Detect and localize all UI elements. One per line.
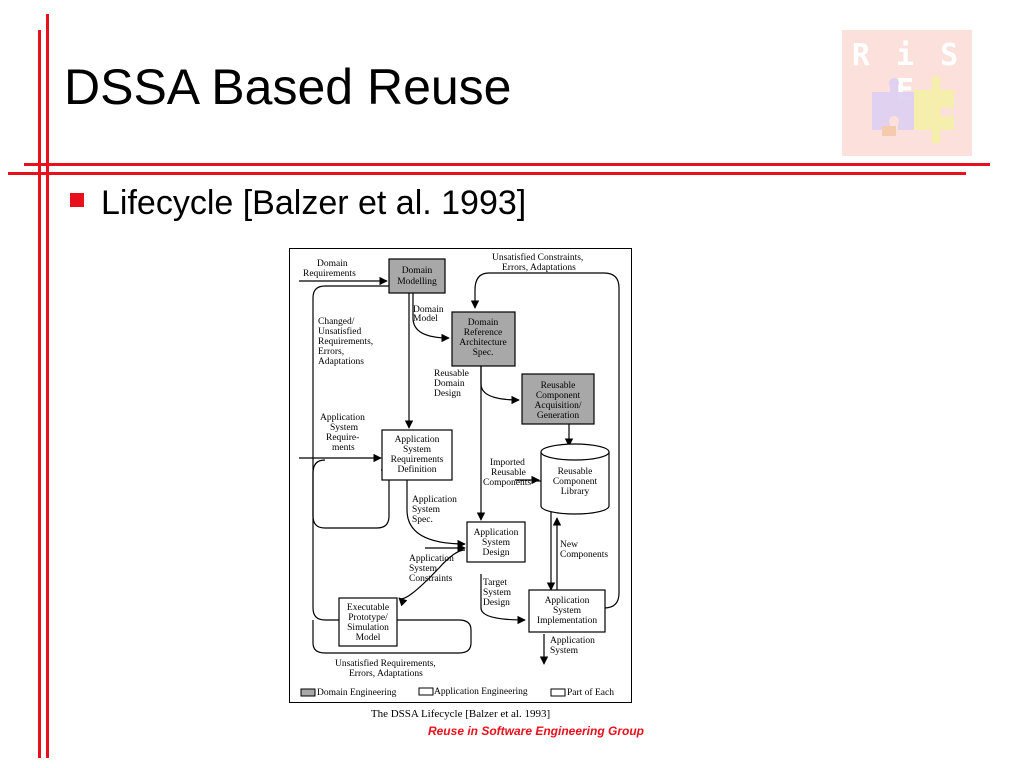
box-app-design-line-2: System: [482, 538, 511, 548]
box-library-line-3: Library: [561, 487, 590, 497]
box-domain-modelling-line-2: Modelling: [397, 277, 437, 287]
label-app-requirements-3: Require-: [326, 433, 359, 443]
label-domain-requirements-1: Domain: [317, 259, 348, 269]
label-target-design-1: Target: [483, 578, 507, 588]
label-reusable-domain-design-2: Domain: [434, 379, 465, 389]
frame-horizontal-line-top: [24, 163, 990, 166]
label-app-spec-2: System: [412, 505, 441, 515]
box-executable-prototype: [338, 597, 398, 647]
label-new-components-1: New: [560, 540, 578, 550]
label-app-requirements-2: System: [330, 423, 359, 433]
box-domain-reference-line-4: Spec.: [473, 348, 494, 358]
box-req-def-line-1: Application: [395, 435, 440, 445]
frame-vertical-line-outer: [38, 30, 41, 758]
legend-swatch-part: [550, 688, 566, 697]
label-changed-4: Errors,: [318, 347, 344, 357]
label-domain-model-1: Domain: [413, 305, 444, 315]
box-prototype-line-3: Simulation: [347, 623, 389, 633]
label-domain-model-2: Model: [413, 314, 438, 324]
label-app-constraints-1: Application: [409, 554, 454, 564]
label-unsatisfied-bottom-1: Unsatisfied Requirements,: [335, 658, 436, 669]
legend-swatch-application: [418, 687, 434, 696]
box-domain-modelling: [388, 258, 446, 294]
box-reusable-component-acquisition: [521, 373, 595, 425]
label-domain-requirements-2: Requirements: [303, 269, 356, 279]
label-app-requirements-4: ments: [332, 443, 355, 453]
label-changed-5: Adaptations: [318, 357, 364, 367]
label-app-constraints-2: System: [409, 564, 438, 574]
box-implementation-line-1: Application: [545, 596, 590, 606]
legend-domain-engineering: Domain Engineering: [317, 688, 397, 698]
label-changed-2: Unsatisfied: [318, 326, 362, 337]
box-app-design-line-1: Application: [474, 528, 519, 538]
rise-logo: R i S E: [842, 30, 972, 156]
box-domain-reference-line-3: Architecture: [459, 338, 506, 348]
box-app-design-line-3: Design: [483, 548, 510, 558]
label-changed-3: Requirements,: [318, 337, 373, 347]
box-acquisition-line-2: Component: [536, 391, 581, 401]
puzzle-pieces-icon: [872, 76, 954, 144]
box-application-system-implementation: [528, 589, 606, 633]
bullet-text: Lifecycle [Balzer et al. 1993]: [101, 184, 527, 222]
box-domain-reference-architecture: [451, 311, 516, 367]
legend-part-of-each: Part of Each: [567, 687, 614, 698]
box-domain-reference-line-2: Reference: [464, 327, 503, 338]
box-library-line-2: Component: [553, 477, 598, 487]
box-prototype-line-4: Model: [356, 633, 381, 643]
box-req-def-line-4: Definition: [397, 464, 436, 475]
label-target-design-2: System: [483, 588, 512, 598]
frame-vertical-line-inner: [46, 14, 49, 758]
dssa-lifecycle-diagram: Domain Modelling Domain Reference Archit…: [289, 248, 632, 703]
box-domain-modelling-line-1: Domain: [402, 266, 433, 276]
frame-horizontal-line-bottom: [8, 172, 966, 175]
slide-title: DSSA Based Reuse: [64, 59, 512, 115]
label-imported-2: Reusable: [491, 468, 526, 478]
footer-text: Reuse in Software Engineering Group: [427, 724, 644, 738]
label-app-constraints-3: Constraints: [409, 574, 453, 584]
box-requirements-definition: [381, 429, 453, 481]
legend-application-engineering: Application Engineering: [434, 687, 528, 697]
box-prototype-line-1: Executable: [347, 603, 389, 613]
box-req-def-line-3: Requirements: [391, 455, 444, 465]
box-acquisition-line-4: Generation: [537, 411, 579, 421]
label-reusable-domain-design-1: Reusable: [434, 369, 469, 379]
figure-caption: The DSSA Lifecycle [Balzer et al. 1993]: [370, 708, 551, 720]
label-target-design-3: Design: [483, 598, 510, 608]
label-imported-3: Components: [483, 478, 531, 488]
box-acquisition-line-3: Acquisition/: [535, 401, 582, 411]
bullet-marker: [70, 193, 84, 207]
cylinder-reusable-component-library: [540, 452, 610, 515]
box-implementation-line-3: Implementation: [537, 616, 597, 626]
label-unsatisfied-top-2: Errors, Adaptations: [502, 263, 576, 273]
box-library-line-1: Reusable: [558, 467, 593, 477]
box-domain-reference-line-1: Domain: [468, 318, 499, 328]
box-prototype-line-2: Prototype/: [348, 613, 388, 623]
label-app-out-2: System: [550, 646, 579, 656]
box-implementation-line-2: System: [553, 606, 582, 616]
label-unsatisfied-top-1: Unsatisfied Constraints,: [492, 252, 583, 263]
label-app-spec-3: Spec.: [412, 515, 433, 525]
dssa-lifecycle-figure: Domain Modelling Domain Reference Archit…: [289, 248, 632, 703]
legend-swatch-domain: [300, 688, 316, 697]
box-req-def-line-2: System: [403, 445, 432, 455]
box-application-system-design: [466, 521, 526, 563]
label-changed-1: Changed/: [318, 317, 355, 327]
label-unsatisfied-bottom-2: Errors, Adaptations: [349, 669, 423, 679]
label-app-out-1: Application: [550, 636, 595, 646]
label-app-spec-1: Application: [412, 495, 457, 505]
label-imported-1: Imported: [490, 458, 525, 468]
box-acquisition-line-1: Reusable: [541, 381, 576, 391]
label-app-requirements-1: Application: [320, 413, 365, 423]
label-new-components-2: Components: [560, 550, 608, 560]
label-reusable-domain-design-3: Design: [434, 389, 461, 399]
